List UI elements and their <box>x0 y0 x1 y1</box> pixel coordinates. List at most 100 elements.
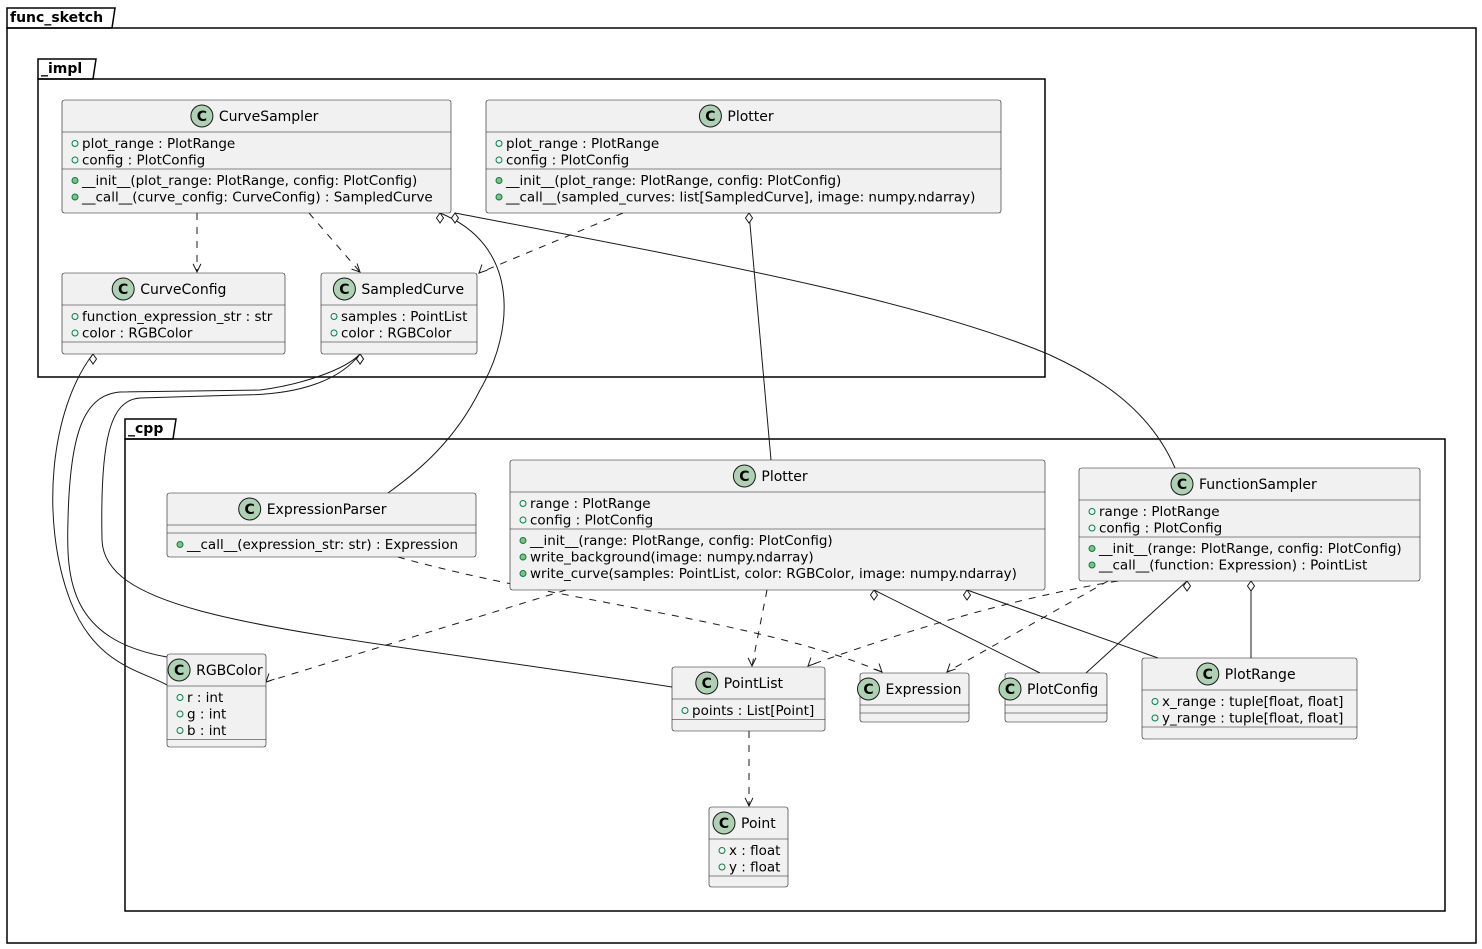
package-impl: _impl <box>37 58 1046 378</box>
class-method: __init__(plot_range: PlotRange, config: … <box>81 173 417 189</box>
relation-line <box>807 580 1119 667</box>
aggregation-diamond-icon <box>435 212 445 224</box>
public-method-icon <box>495 177 503 184</box>
class-method: __call__(function: Expression) : PointLi… <box>1098 558 1367 574</box>
class-badge-icon <box>1170 472 1194 496</box>
public-field-icon <box>681 707 689 714</box>
class-badge-icon <box>857 677 880 701</box>
relation-line <box>748 212 772 461</box>
arrow-head-icon <box>478 264 488 274</box>
relation-dependency <box>807 580 1119 667</box>
relation-line <box>265 589 567 683</box>
public-method-icon <box>519 553 527 561</box>
relation-line <box>52 353 168 686</box>
aggregation-diamond-icon <box>744 212 754 224</box>
class-name: Plotter <box>727 109 773 125</box>
relation-aggregation <box>744 212 772 461</box>
package-label: _cpp <box>128 421 163 437</box>
public-field-icon <box>176 727 184 734</box>
class-method: __call__(sampled_curves: list[SampledCur… <box>505 190 975 206</box>
class-badge-icon <box>190 104 214 128</box>
class-box <box>485 99 1002 214</box>
class-attribute: points : List[Point] <box>692 703 814 719</box>
class-name: Plotter <box>761 469 807 485</box>
class-badge-icon <box>732 464 756 488</box>
class-box <box>166 653 267 748</box>
arrow-head-icon <box>873 663 883 673</box>
class-badge-letter: C <box>1203 667 1213 683</box>
relation-line <box>873 589 1041 674</box>
public-field-icon <box>718 863 726 871</box>
public-field-icon <box>495 156 503 164</box>
relation-dependency <box>946 580 1109 673</box>
public-method-icon <box>519 570 527 577</box>
class-attribute: config : PlotConfig <box>1099 521 1222 537</box>
arrow-head-icon <box>351 263 361 273</box>
relation-line <box>454 212 1176 469</box>
package-label: func_sketch <box>10 10 103 26</box>
class-badge-icon <box>1196 662 1220 686</box>
class-name: ExpressionParser <box>267 502 387 518</box>
class-cpp-expression[interactable]: C Expression <box>857 672 970 723</box>
class-badge-letter: C <box>1177 477 1187 493</box>
relation-aggregation <box>1246 580 1256 658</box>
relation-line <box>397 556 883 673</box>
class-name: SampledCurve <box>361 282 464 298</box>
class-badge-letter: C <box>339 282 349 298</box>
public-method-icon <box>176 541 184 548</box>
class-badge-icon <box>998 677 1022 701</box>
class-attribute: plot_range : PlotRange <box>506 136 659 152</box>
relation-dependency <box>478 212 624 274</box>
class-name: CurveSampler <box>219 109 319 125</box>
class-attribute: y : float <box>729 860 780 876</box>
class-attribute: config : PlotConfig <box>530 513 653 529</box>
class-name: Expression <box>886 682 962 698</box>
class-badge-letter: C <box>1005 682 1015 698</box>
public-field-icon <box>330 329 338 337</box>
public-field-icon <box>1088 524 1096 532</box>
public-field-icon <box>176 694 184 701</box>
class-attribute: g : int <box>187 707 226 723</box>
class-box <box>320 272 478 355</box>
public-field-icon <box>71 313 79 320</box>
arrow-head-icon <box>265 673 275 683</box>
relation-line <box>478 212 624 274</box>
package-frame <box>37 78 1046 378</box>
class-method: __call__(curve_config: CurveConfig) : Sa… <box>81 190 433 206</box>
aggregation-diamond-icon <box>88 353 98 365</box>
class-attribute: function_expression_str : str <box>82 309 273 325</box>
public-field-icon <box>718 847 726 854</box>
class-box <box>61 99 452 214</box>
class-attribute: config : PlotConfig <box>506 153 629 169</box>
class-attribute: y_range : tuple[float, float] <box>1162 711 1343 727</box>
class-name: PointList <box>724 676 784 692</box>
class-attribute: samples : PointList <box>341 309 467 325</box>
relation-dependency <box>308 212 361 273</box>
class-box <box>509 459 1046 591</box>
class-badge-letter: C <box>118 282 128 298</box>
package-frame <box>6 27 1477 944</box>
relation-line <box>67 353 361 658</box>
class-badge-icon <box>167 658 191 682</box>
class-badge-letter: C <box>863 682 873 698</box>
class-box <box>1141 657 1358 740</box>
class-box <box>859 672 970 723</box>
class-attribute: x_range : tuple[float, float] <box>1162 694 1343 710</box>
class-method: write_background(image: numpy.ndarray) <box>530 550 814 566</box>
class-method: __init__(range: PlotRange, config: PlotC… <box>529 533 833 549</box>
relation-dependency <box>747 589 768 668</box>
class-badge-icon <box>695 671 719 695</box>
class-badge-letter: C <box>174 663 184 679</box>
